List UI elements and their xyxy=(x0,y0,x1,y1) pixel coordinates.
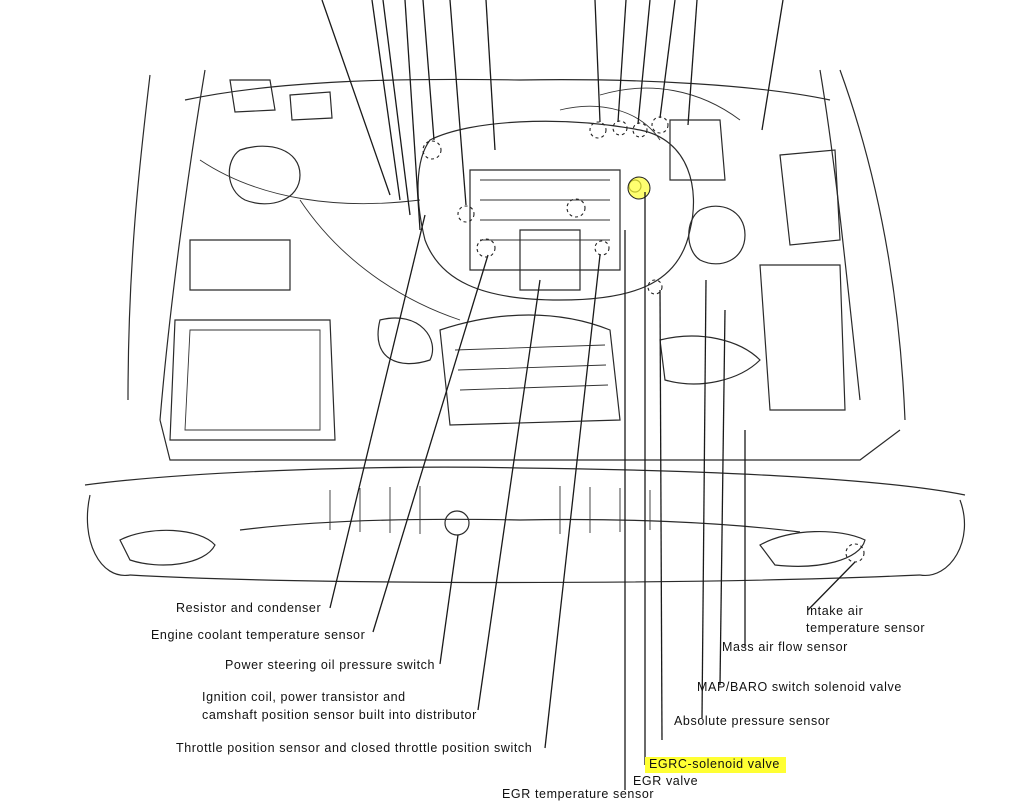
label-power-steering-switch: Power steering oil pressure switch xyxy=(225,658,436,672)
label-intake-air-line1: Intake air xyxy=(806,604,864,618)
label-ignition-coil-line1: Ignition coil, power transistor and xyxy=(202,690,406,704)
label-egr-valve: EGR valve xyxy=(633,774,699,788)
label-egrc-solenoid-valve: EGRC-solenoid valve xyxy=(645,757,786,773)
label-engine-coolant-temp-sensor: Engine coolant temperature sensor xyxy=(151,628,366,642)
label-absolute-pressure-sensor: Absolute pressure sensor xyxy=(674,714,831,728)
label-throttle-position-sensor: Throttle position sensor and closed thro… xyxy=(176,741,533,755)
label-ignition-coil-line2: camshaft position sensor built into dist… xyxy=(202,708,477,722)
leader-lines xyxy=(321,0,856,790)
label-mass-air-flow-sensor: Mass air flow sensor xyxy=(722,640,848,654)
label-resistor-condenser: Resistor and condenser xyxy=(176,601,322,615)
engine-block xyxy=(169,78,846,441)
body-outline xyxy=(84,69,966,584)
label-intake-air-line2: temperature sensor xyxy=(806,621,926,635)
egrc-location-highlight xyxy=(627,176,651,200)
label-map-baro-solenoid: MAP/BARO switch solenoid valve xyxy=(697,680,902,694)
